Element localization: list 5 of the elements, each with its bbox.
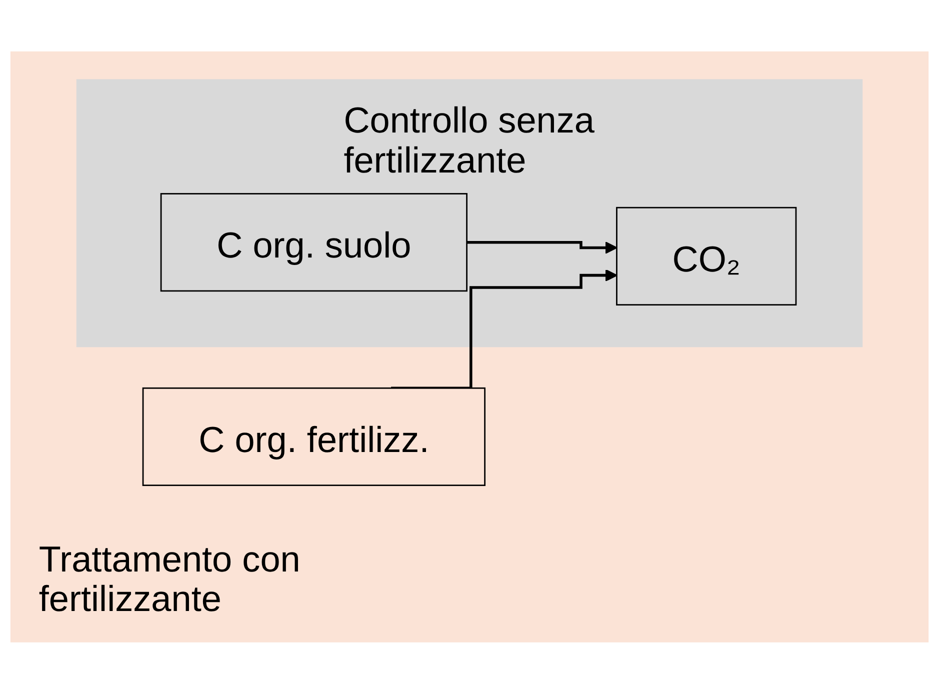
node-box: CO₂ [616, 207, 797, 306]
node-box: C org. fertilizz. [142, 388, 486, 486]
node-box: C org. suolo [160, 193, 468, 292]
arrow [466, 241, 618, 254]
arrow [391, 269, 618, 390]
